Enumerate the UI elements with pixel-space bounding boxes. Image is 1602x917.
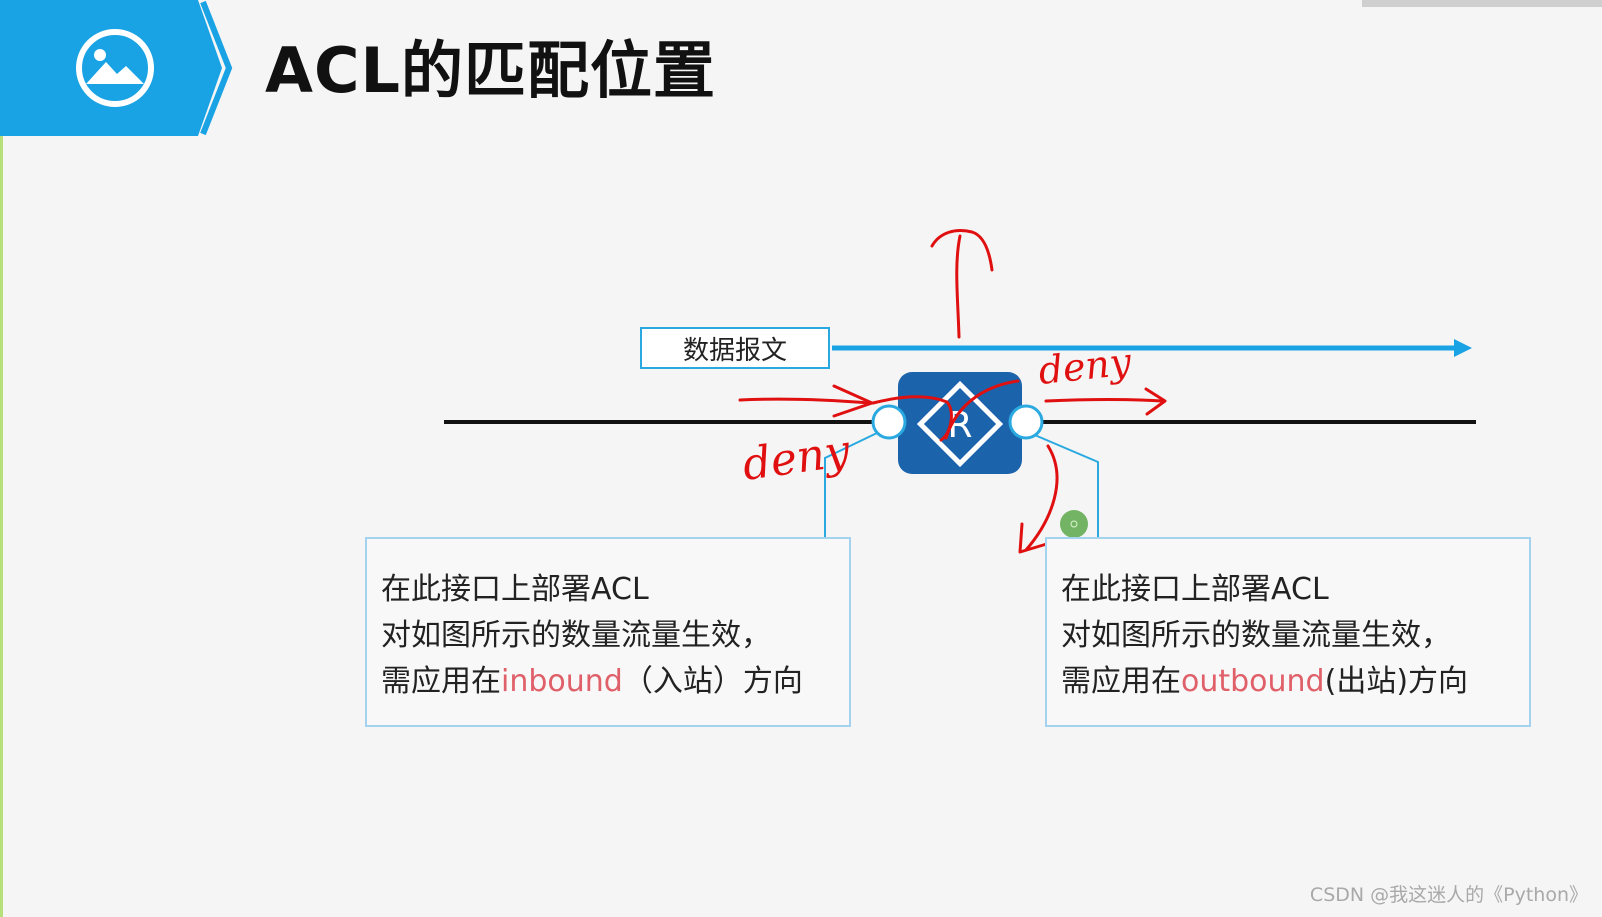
- inbound-interface-port[interactable]: [871, 404, 907, 440]
- ink-inbound-arrow-shaft: [738, 397, 872, 405]
- ink-deny-left: deny: [739, 425, 854, 491]
- header-banner: [0, 0, 233, 136]
- cursor-marker-center: [1070, 520, 1078, 528]
- inbound-info-line-2: 对如图所示的数量流量生效，: [381, 618, 771, 653]
- outbound-info-prefix: 需应用在: [1061, 664, 1181, 699]
- outbound-info-line-2: 对如图所示的数量流量生效，: [1061, 618, 1451, 653]
- packet-flow-arrowhead: [1454, 339, 1472, 357]
- outbound-interface-port[interactable]: [1008, 404, 1044, 440]
- outbound-info-line-1: 在此接口上部署ACL: [1061, 572, 1329, 607]
- outbound-info-suffix: (出站)方向: [1324, 664, 1469, 699]
- ink-up-arrow-shaft: [955, 234, 962, 339]
- ink-outbound-arrow-shaft: [1044, 398, 1164, 403]
- inbound-info-prefix: 需应用在: [381, 664, 501, 699]
- router-icon: R: [898, 372, 1022, 474]
- inbound-info-suffix: （入站）方向: [622, 664, 803, 699]
- ink-router-exit: [944, 379, 1020, 440]
- watermark: CSDN @我这迷人的《Python》: [1309, 884, 1588, 906]
- right-callout-connector: [1029, 432, 1099, 537]
- inbound-info-line-1: 在此接口上部署ACL: [381, 572, 649, 607]
- ink-up-arrow-head: [930, 229, 994, 272]
- inbound-keyword: inbound: [501, 664, 623, 699]
- ink-outbound-arrow-head: [1144, 387, 1167, 416]
- inbound-info-line-3: 需应用在inbound（入站）方向: [381, 659, 849, 705]
- outbound-info-line-3: 需应用在outbound(出站)方向: [1061, 659, 1529, 705]
- ink-down-arrow-shaft: [1024, 444, 1059, 552]
- top-right-strip: [1362, 0, 1602, 7]
- inbound-info-box: 在此接口上部署ACL 对如图所示的数量流量生效， 需应用在inbound（入站）…: [365, 537, 851, 727]
- ink-deny-right: deny: [1036, 339, 1133, 393]
- page-title: ACL的匹配位置: [265, 34, 716, 107]
- image-icon: [76, 29, 154, 107]
- packet-label: 数据报文: [640, 327, 830, 369]
- outbound-keyword: outbound: [1181, 664, 1325, 699]
- slide-left-border: [0, 0, 3, 917]
- outbound-info-box: 在此接口上部署ACL 对如图所示的数量流量生效， 需应用在outbound(出站…: [1045, 537, 1531, 727]
- cursor-marker: [1060, 510, 1088, 538]
- left-callout-connector: [824, 432, 878, 537]
